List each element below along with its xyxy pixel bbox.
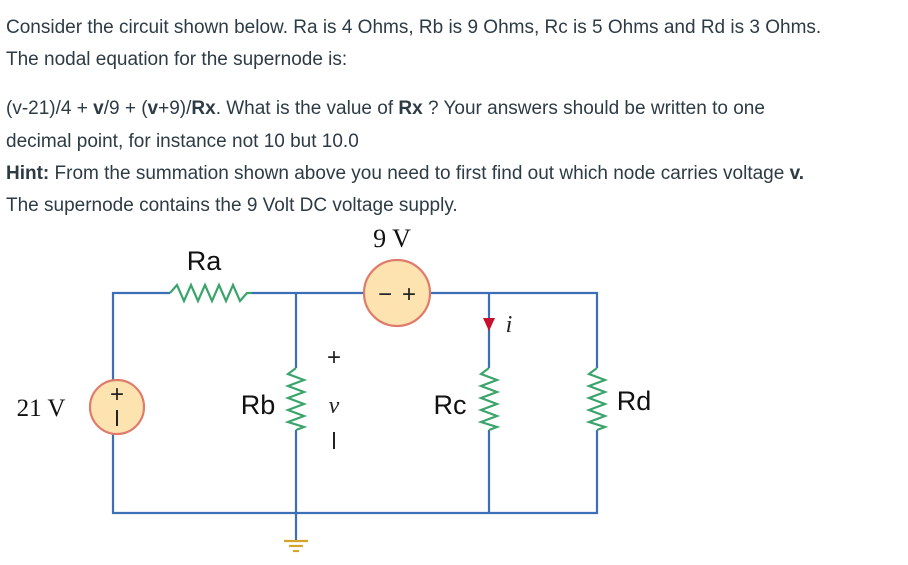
question-rx: Rx [398,98,423,119]
equation-v-2: v [147,98,159,119]
i-label: i [506,312,513,338]
resistor-ra [169,282,252,304]
hint-voltage: v. [789,163,805,184]
v-plus: + [327,344,341,371]
ra-label: Ra [187,246,222,276]
wires [111,291,599,541]
voltage-source-21v [88,378,146,436]
source-9v-plus: + [402,281,416,308]
source-21v-plus: + [110,381,124,408]
question-line-3: (v-21)/4 + v/9 + (v+9)/Rx. What is the v… [6,97,765,121]
v-label: v [329,393,340,419]
hint-label: Hint: [6,163,50,184]
wire-left-top [111,291,170,392]
equation-v-1: v [93,98,104,119]
equation-rx: Rx [191,98,216,119]
question-text: . What is the value of [215,98,399,119]
question-line-6: The supernode contains the 9 Volt DC vol… [6,195,458,216]
source-9v-minus: − [378,281,392,308]
question-line-1: Consider the circuit shown below. Ra is … [6,17,822,38]
resistor-rd [585,367,609,432]
hint-text: From the summation shown above you need … [49,163,790,184]
question-line-4: decimal point, for instance not 10 but 1… [6,131,359,152]
resistor-rb [284,367,308,432]
current-arrow [483,318,495,331]
rb-label: Rb [241,390,276,420]
equation-end: +9)/ [158,98,192,119]
wire-bottom [111,422,599,515]
ground-icon [284,539,308,553]
wire-source-to-right [430,291,599,368]
hint-line: Hint: From the summation shown above you… [6,162,804,186]
rd-label: Rd [617,386,652,416]
equation-start: (v-21)/4 + [6,98,94,119]
rc-label: Rc [434,390,467,420]
voltage-source-9v [362,258,432,328]
question-line-2: The nodal equation for the supernode is: [6,49,348,70]
equation-mid: /9 + ( [103,98,148,119]
source-21v-label: 21 V [17,395,66,422]
resistor-rc [477,367,501,432]
question-text-end: ? Your answers should be written to one [422,98,765,119]
source-9v-label: 9 V [373,224,411,253]
